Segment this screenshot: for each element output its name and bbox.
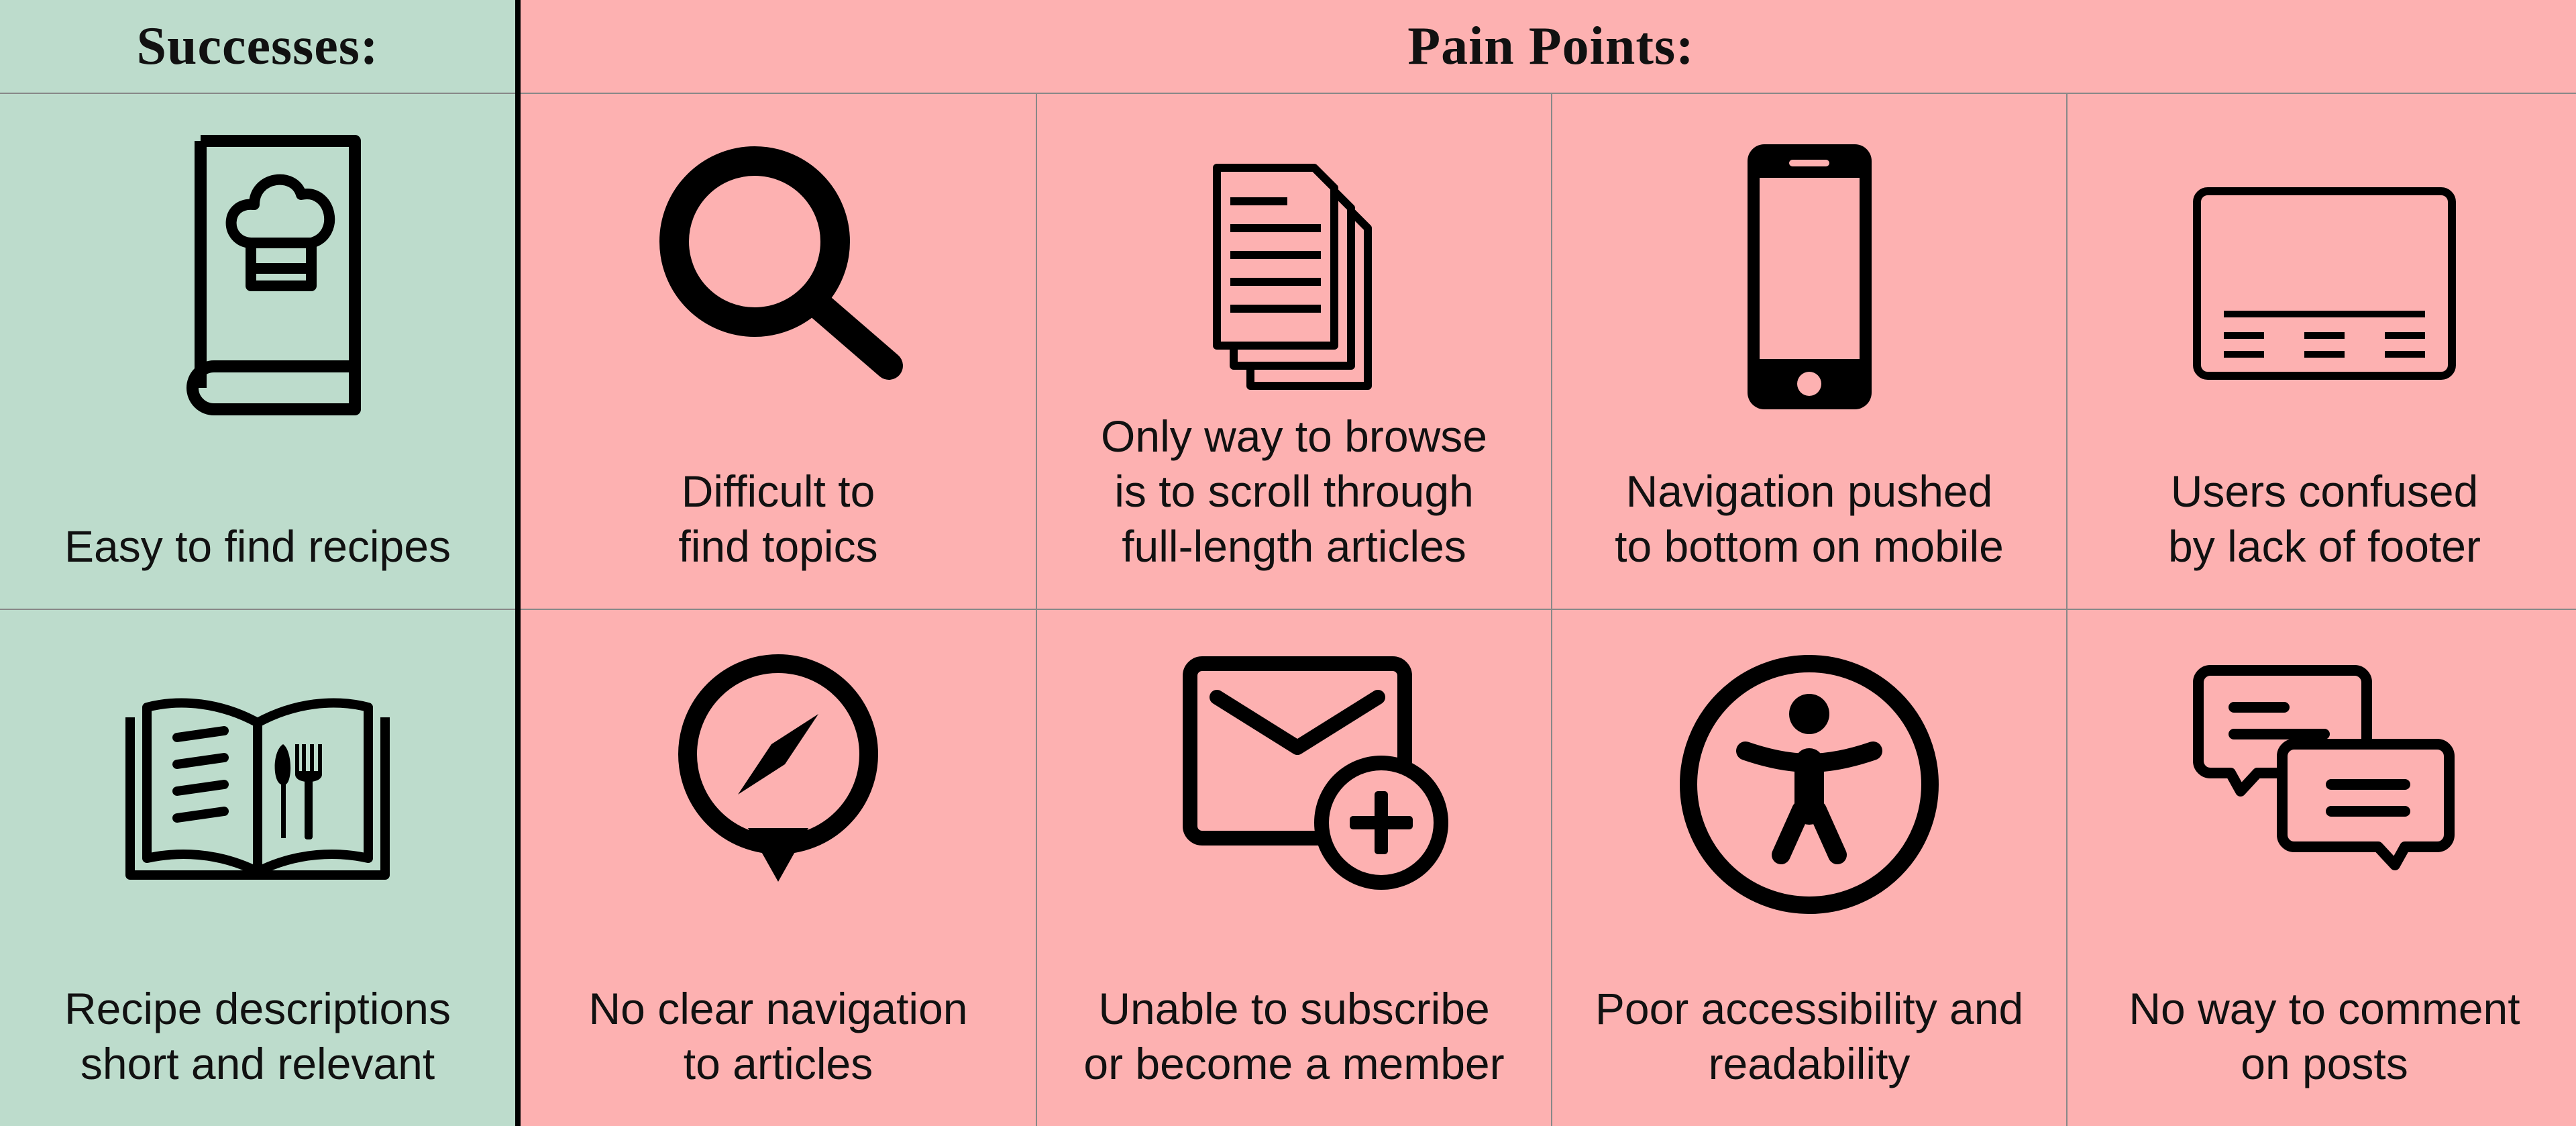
- successes-header: Successes:: [0, 0, 515, 94]
- pain-points-header: Pain Points:: [521, 0, 2576, 94]
- success-card: Recipe descriptions short and relevant: [0, 610, 515, 1126]
- open-menu-book-icon: [0, 650, 515, 919]
- cookbook-chef-hat-icon: [0, 134, 515, 415]
- pain-point-label: Poor accessibility and readability: [1595, 984, 2024, 1088]
- column-divider: [515, 0, 521, 1126]
- pain-point-label: Only way to browse is to scroll through …: [1101, 411, 1487, 571]
- magnifying-glass-icon: [521, 134, 1036, 403]
- compass-pin-icon: [521, 650, 1036, 919]
- pain-point-card: No clear navigation to articles: [521, 610, 1036, 1126]
- pain-point-card: Navigation pushed to bottom on mobile: [1551, 94, 2066, 610]
- pain-point-card: Difficult to find topics: [521, 94, 1036, 610]
- stacked-documents-icon: [1037, 134, 1551, 403]
- pain-point-label: No clear navigation to articles: [588, 984, 968, 1088]
- pain-point-card: No way to comment on posts: [2066, 610, 2576, 1126]
- pain-point-card: Only way to browse is to scroll through …: [1036, 94, 1551, 610]
- pain-point-card: Users confused by lack of footer: [2066, 94, 2576, 610]
- pain-point-label: Unable to subscribe or become a member: [1083, 984, 1505, 1088]
- chat-bubbles-icon: [2068, 650, 2576, 919]
- browser-window-footer-icon: [2068, 134, 2576, 403]
- success-label: Recipe descriptions short and relevant: [64, 984, 451, 1088]
- pain-point-card: Poor accessibility and readability: [1551, 610, 2066, 1126]
- envelope-add-icon: [1037, 650, 1551, 919]
- pain-point-label: No way to comment on posts: [2129, 984, 2520, 1088]
- success-label: Easy to find recipes: [64, 521, 451, 571]
- mobile-phone-icon: [1552, 134, 2066, 409]
- pain-point-label: Users confused by lack of footer: [2168, 466, 2481, 571]
- pain-point-label: Navigation pushed to bottom on mobile: [1615, 466, 2004, 571]
- success-card: Easy to find recipes: [0, 94, 515, 610]
- pain-point-card: Unable to subscribe or become a member: [1036, 610, 1551, 1126]
- pain-point-label: Difficult to find topics: [678, 466, 878, 571]
- accessibility-person-icon: [1552, 650, 2066, 919]
